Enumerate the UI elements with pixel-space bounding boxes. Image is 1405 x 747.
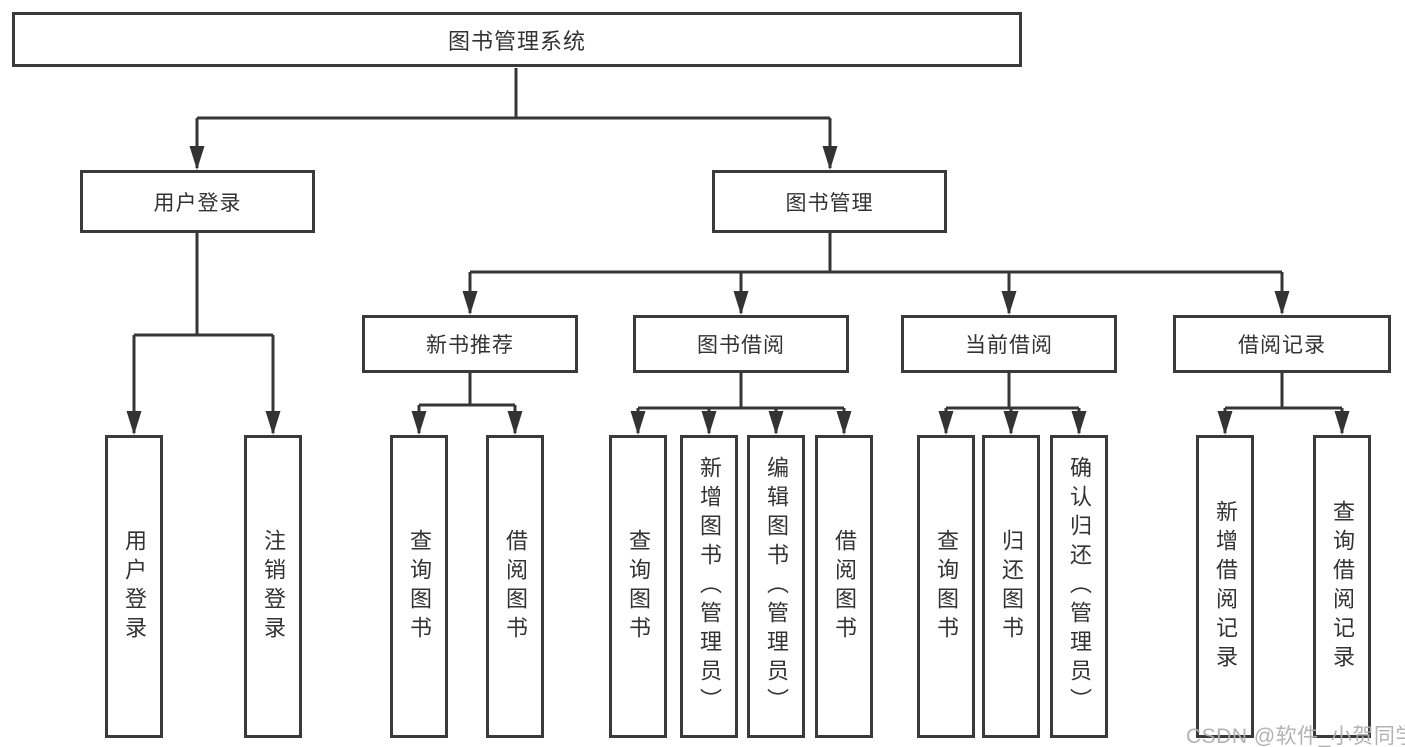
node-label: 注销登录 bbox=[261, 528, 286, 645]
node-book-management: 图书管理 bbox=[712, 170, 947, 233]
node-label: 新增图书（管理员） bbox=[697, 456, 722, 717]
arrowhead bbox=[1003, 411, 1019, 435]
leaf-confirm-return-admin: 确认归还（管理员） bbox=[1050, 435, 1108, 738]
node-user-login: 用户登录 bbox=[80, 170, 315, 233]
csdn-watermark: CSDN @软件_小贺同学 bbox=[1186, 725, 1405, 747]
node-label: 借阅图书 bbox=[832, 528, 857, 645]
arrowhead bbox=[822, 146, 838, 170]
node-label: 归还图书 bbox=[999, 528, 1024, 645]
arrowhead bbox=[733, 291, 749, 315]
node-label: 用户登录 bbox=[153, 191, 242, 215]
node-label: 用户登录 bbox=[122, 528, 147, 645]
connector-root-to-level2 bbox=[195, 68, 832, 168]
arrowhead bbox=[1001, 291, 1017, 315]
leaf-borrow-books-1: 借阅图书 bbox=[486, 435, 544, 738]
arrowhead bbox=[630, 411, 646, 435]
node-label: 编辑图书（管理员） bbox=[764, 456, 789, 717]
node-label: 图书管理 bbox=[785, 191, 874, 215]
leaf-query-books-2: 查询图书 bbox=[609, 435, 667, 738]
arrowhead bbox=[411, 411, 427, 435]
leaf-logout: 注销登录 bbox=[244, 435, 302, 738]
leaf-add-borrow-record: 新增借阅记录 bbox=[1196, 435, 1254, 738]
node-new-book-recommendation: 新书推荐 bbox=[362, 315, 578, 373]
arrowhead bbox=[1334, 411, 1350, 435]
node-label: 借阅图书 bbox=[503, 528, 528, 645]
node-book-borrowing: 图书借阅 bbox=[633, 315, 849, 373]
connector-book-borrowing-to-leaves bbox=[636, 373, 846, 433]
arrowhead bbox=[265, 411, 281, 435]
arrowhead bbox=[189, 146, 205, 170]
connector-book-management-to-level3 bbox=[468, 233, 1284, 313]
leaf-query-books-1: 查询图书 bbox=[390, 435, 448, 738]
leaf-borrow-books-2: 借阅图书 bbox=[815, 435, 873, 738]
leaf-user-login: 用户登录 bbox=[105, 435, 163, 738]
arrowhead bbox=[701, 411, 717, 435]
node-label: 查询图书 bbox=[626, 528, 651, 645]
leaf-query-borrow-record: 查询借阅记录 bbox=[1313, 435, 1371, 738]
connector-borrowing-records-to-leaves bbox=[1223, 373, 1344, 433]
node-label: 查询图书 bbox=[407, 528, 432, 645]
arrowhead bbox=[462, 291, 478, 315]
leaf-return-books: 归还图书 bbox=[982, 435, 1040, 738]
node-current-borrowing: 当前借阅 bbox=[901, 315, 1117, 373]
arrowhead bbox=[836, 411, 852, 435]
connector-new-book-recommendation-to-leaves bbox=[417, 373, 517, 433]
arrowhead bbox=[938, 411, 954, 435]
node-label: 借阅记录 bbox=[1238, 334, 1326, 357]
leaf-query-books-3: 查询图书 bbox=[917, 435, 975, 738]
node-label: 查询借阅记录 bbox=[1330, 499, 1355, 674]
node-label: 新增借阅记录 bbox=[1213, 499, 1238, 674]
arrowhead bbox=[768, 411, 784, 435]
arrowhead bbox=[1217, 411, 1233, 435]
leaf-edit-book-admin: 编辑图书（管理员） bbox=[747, 435, 805, 738]
arrowhead bbox=[1274, 291, 1290, 315]
leaf-add-book-admin: 新增图书（管理员） bbox=[680, 435, 738, 738]
connector-user-login-to-leaves bbox=[132, 233, 275, 433]
node-borrowing-records: 借阅记录 bbox=[1173, 315, 1391, 373]
node-label: 图书借阅 bbox=[697, 334, 785, 357]
node-label: 查询图书 bbox=[934, 528, 959, 645]
node-label: 图书管理系统 bbox=[447, 28, 586, 54]
arrowhead bbox=[507, 411, 523, 435]
node-label: 新书推荐 bbox=[426, 334, 514, 357]
node-label: 确认归还（管理员） bbox=[1067, 456, 1092, 717]
node-label: 当前借阅 bbox=[965, 334, 1053, 357]
arrowhead bbox=[1071, 411, 1087, 435]
arrowhead bbox=[126, 411, 142, 435]
node-library-management-system: 图书管理系统 bbox=[12, 12, 1022, 67]
